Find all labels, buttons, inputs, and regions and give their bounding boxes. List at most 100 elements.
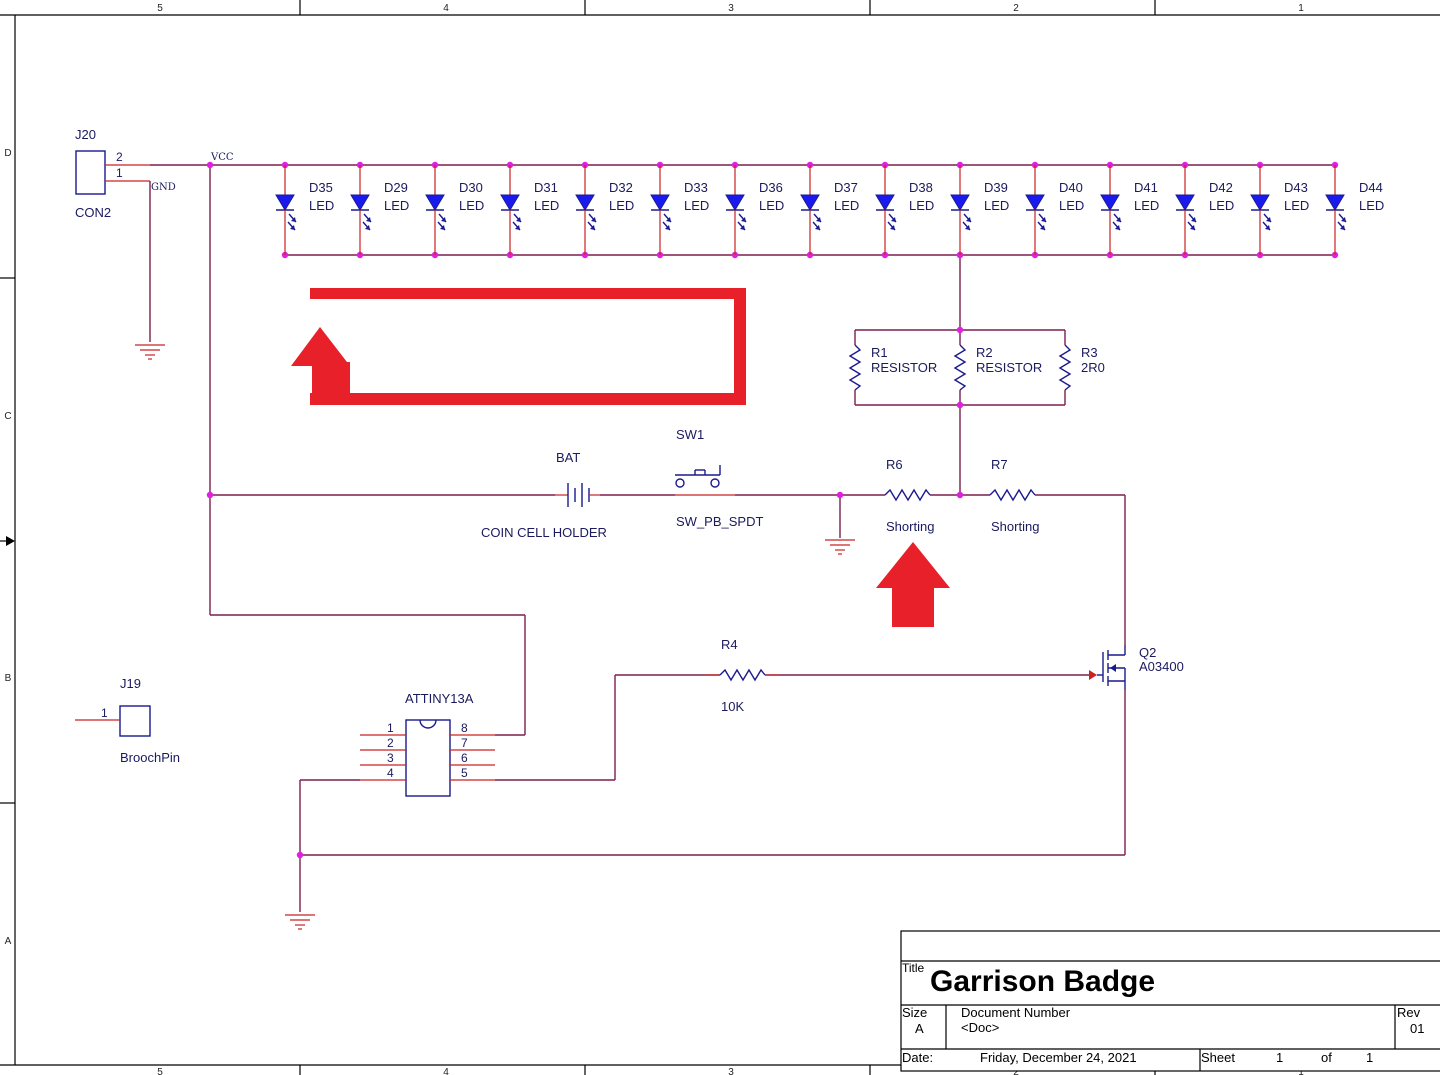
resistor-r3[interactable]: R3 2R0: [1058, 344, 1105, 391]
junction-dot: [206, 161, 214, 169]
junction-dot: [956, 491, 964, 499]
mcu-attiny13a[interactable]: ATTINY13A 1 2 3 4 8 7 6 5: [360, 691, 495, 797]
document-title: Garrison Badge: [930, 965, 1155, 998]
ground-symbol: [825, 539, 855, 555]
j19-value: BroochPin: [120, 750, 180, 765]
r7-ref: R7: [991, 457, 1008, 472]
switch-sw1[interactable]: SW1 SW_PB_SPDT: [675, 427, 763, 529]
frame-row-labels: D C B A: [4, 148, 11, 947]
resistor-r4[interactable]: R4 10K: [705, 637, 780, 714]
led-ref: D39: [984, 180, 1008, 195]
title-label: Title: [902, 961, 925, 975]
wires: [149, 164, 1335, 912]
sw1-ref: SW1: [676, 427, 704, 442]
mosfet-q2[interactable]: Q2 A03400: [1089, 645, 1184, 690]
resistor-r1[interactable]: R1 RESISTOR: [848, 344, 937, 391]
j20-body: [75, 150, 106, 195]
col-label-top: 5: [157, 3, 163, 14]
j20-pin-2: 2: [116, 150, 123, 164]
led-ref: D40: [1059, 180, 1083, 195]
mcu-pin: 6: [461, 751, 468, 765]
row-label: A: [5, 936, 12, 947]
bat-ref: BAT: [556, 450, 580, 465]
mcu-pin: 3: [387, 751, 394, 765]
led-value: LED: [1059, 198, 1084, 213]
docnum-label: Document Number: [961, 1005, 1071, 1020]
led-value: LED: [384, 198, 409, 213]
sw1-value: SW_PB_SPDT: [676, 514, 763, 529]
resistor-r6[interactable]: R6 Shorting: [884, 457, 934, 534]
frame-column-labels: 5 4 3 2 1 5 4 3 2 1: [157, 3, 1304, 1075]
j20-pin-1: 1: [116, 166, 123, 180]
title-block: Title Garrison Badge Size A Document Num…: [900, 930, 1440, 1072]
junction-dots: [206, 161, 1339, 859]
q2-ref: Q2: [1139, 645, 1156, 660]
date-label: Date:: [902, 1050, 933, 1065]
led-ref: D44: [1359, 180, 1383, 195]
mcu-pin: 2: [387, 736, 394, 750]
r6-value: Shorting: [886, 519, 934, 534]
led-value: LED: [759, 198, 784, 213]
col-label-bottom: 4: [443, 1067, 449, 1075]
led-ref: D37: [834, 180, 858, 195]
led-ref: D36: [759, 180, 783, 195]
col-label-bottom: 5: [157, 1067, 163, 1075]
annotation-loop-arrow: [291, 288, 746, 405]
mcu-body: [405, 719, 451, 797]
sheet-value: 1: [1276, 1050, 1283, 1065]
of-value: 1: [1366, 1050, 1373, 1065]
led-array: D35LEDD29LEDD30LEDD31LEDD32LEDD33LEDD36L…: [275, 165, 1384, 255]
led-ref: D35: [309, 180, 333, 195]
led-value: LED: [909, 198, 934, 213]
battery-bat[interactable]: BAT COIN CELL HOLDER: [481, 450, 607, 540]
mcu-notch: [419, 719, 437, 729]
connector-j19[interactable]: J19 1 BroochPin: [75, 676, 180, 765]
j19-body: [119, 705, 151, 737]
resistor-r2[interactable]: R2 RESISTOR: [953, 344, 1042, 391]
col-label-top: 1: [1298, 3, 1304, 14]
row-label: C: [4, 411, 11, 422]
led-ref: D42: [1209, 180, 1233, 195]
rev-label: Rev: [1397, 1005, 1421, 1020]
size-value: A: [915, 1021, 924, 1036]
j20-ref: J20: [75, 127, 96, 142]
led-value: LED: [1359, 198, 1384, 213]
sheet-label: Sheet: [1201, 1050, 1235, 1065]
r3-ref: R3: [1081, 345, 1098, 360]
col-label-top: 2: [1013, 3, 1019, 14]
r4-ref: R4: [721, 637, 738, 652]
r1-value: RESISTOR: [871, 360, 937, 375]
led-value: LED: [534, 198, 559, 213]
led-ref: D43: [1284, 180, 1308, 195]
col-label-bottom: 3: [728, 1067, 734, 1075]
connector-j20[interactable]: J20 2 1 CON2: [75, 127, 150, 220]
led-ref: D29: [384, 180, 408, 195]
led-ref: D41: [1134, 180, 1158, 195]
junction-dot: [296, 851, 304, 859]
q2-value: A03400: [1139, 659, 1184, 674]
annotation-up-arrow: [876, 542, 950, 627]
bat-value: COIN CELL HOLDER: [481, 525, 607, 540]
junction-dot: [956, 401, 964, 409]
rev-value: 01: [1410, 1021, 1424, 1036]
led-ref: D38: [909, 180, 933, 195]
led-value: LED: [309, 198, 334, 213]
resistor-r7[interactable]: R7 Shorting: [989, 457, 1039, 534]
led-value: LED: [984, 198, 1009, 213]
